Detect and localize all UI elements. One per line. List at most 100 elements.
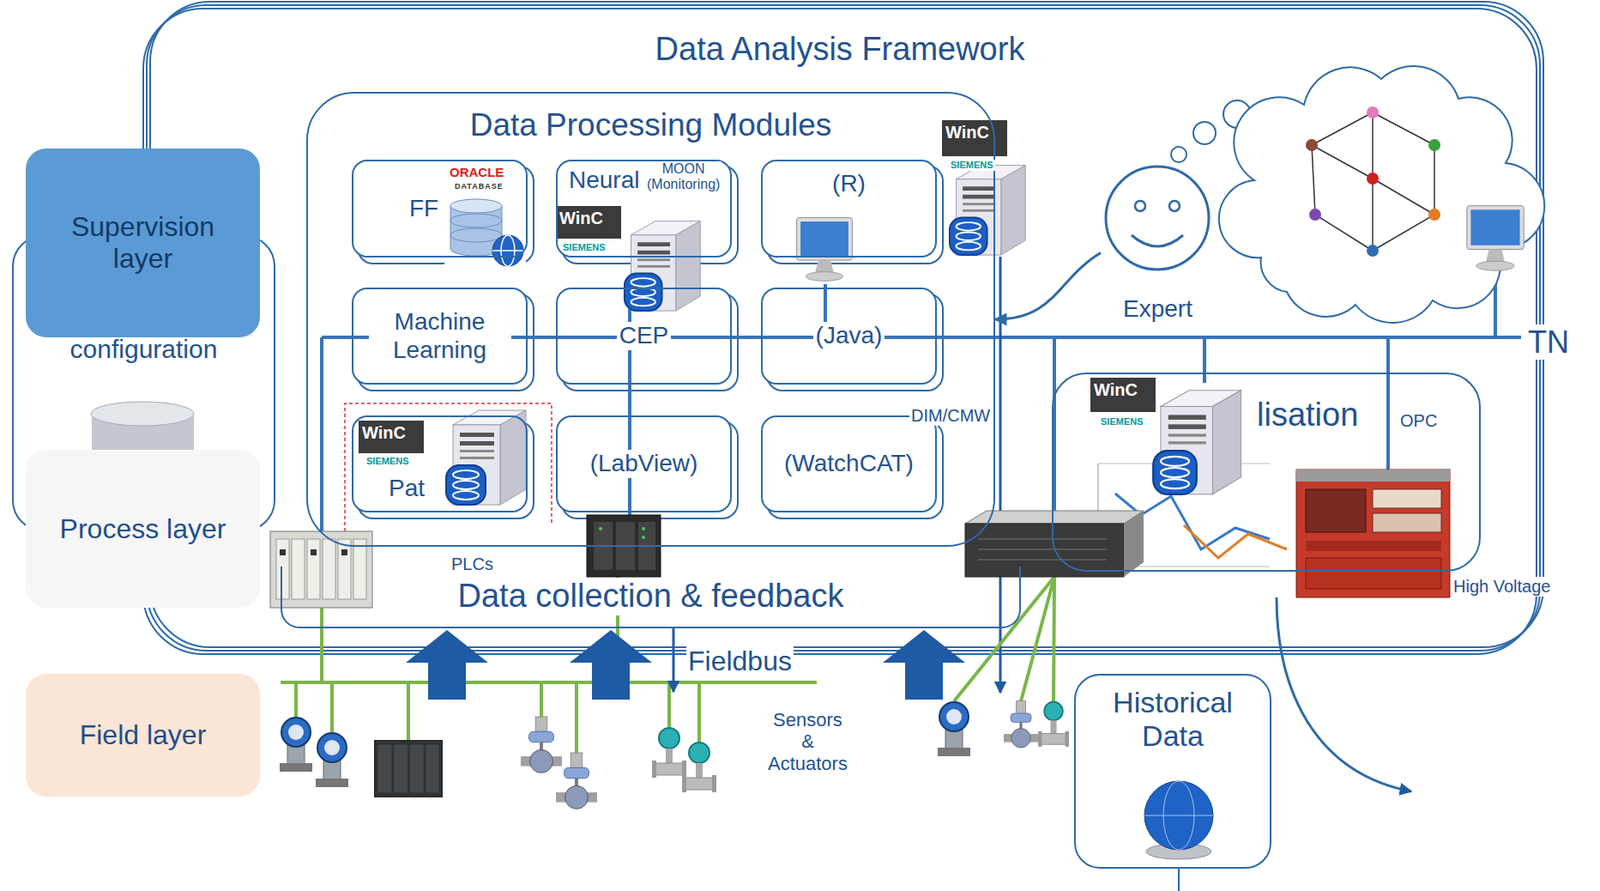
plc-unit <box>341 549 348 556</box>
cube-graph <box>1372 112 1435 145</box>
wincc-logo <box>555 205 622 239</box>
node-label: Field layer <box>79 718 207 751</box>
field-device <box>279 700 1069 810</box>
plc-unit <box>276 538 290 599</box>
thought-bubble <box>1171 146 1187 163</box>
cube-graph <box>1311 144 1316 215</box>
historical-globe <box>1144 780 1214 859</box>
plc-unit <box>307 538 320 599</box>
cube-graph <box>1311 112 1435 251</box>
module-box: (R) <box>760 159 937 258</box>
archive-link <box>1177 868 1180 891</box>
layer-band: Process layer <box>25 449 260 608</box>
collection-bracket: Data collection & feedback <box>280 566 1021 628</box>
cube-graph <box>1309 208 1322 221</box>
fieldbus-wiring <box>406 682 411 740</box>
server-icon <box>949 165 1026 256</box>
cube-graph <box>1311 144 1373 179</box>
device-label: PLCs <box>449 554 496 574</box>
server-icon <box>624 221 701 312</box>
logo-text: ORACLE <box>447 164 506 180</box>
oracle-icon <box>492 235 524 266</box>
historical-globe <box>1144 780 1214 850</box>
historical-store: Historical Data <box>1074 673 1272 869</box>
oracle-icon <box>444 161 526 272</box>
feedback-arrow <box>672 627 676 692</box>
logo-text: SIEMENS <box>1098 416 1146 428</box>
field-device <box>1003 700 1039 748</box>
database-cylinder <box>90 401 194 426</box>
cube-graph <box>1433 144 1436 215</box>
output-arrow <box>1276 597 1412 791</box>
node-label: Supervision layer <box>53 211 234 275</box>
network-label: TN <box>1526 324 1571 360</box>
node-label: Process layer <box>60 513 227 545</box>
plc-unit <box>291 538 305 599</box>
fieldbus-wiring <box>294 682 298 717</box>
network-switch <box>965 510 1144 524</box>
node-label: Expert <box>1120 295 1196 323</box>
fieldbus-wiring <box>953 576 1055 701</box>
wincc-logo <box>1090 377 1156 412</box>
thought-bubble <box>1171 66 1545 323</box>
module-box: (LabView) <box>555 415 732 513</box>
upload-arrow <box>882 629 966 700</box>
module-stack <box>350 157 943 519</box>
cube-graph <box>1305 106 1441 257</box>
smiley-part <box>1105 166 1209 270</box>
node-label: (LabView) <box>587 449 701 477</box>
thought-bubble <box>1193 121 1216 145</box>
monitor-icon <box>1467 205 1524 272</box>
node-label: lisation <box>1254 396 1361 435</box>
fieldbus-wiring <box>1020 576 1055 701</box>
high-voltage-rack <box>1305 557 1442 589</box>
node-label: (R) <box>829 169 869 198</box>
oracle-icon <box>492 249 524 252</box>
wincc-logo <box>358 120 1156 453</box>
cube-graph <box>1366 244 1379 257</box>
field-device <box>937 701 971 756</box>
high-voltage-rack <box>1296 469 1450 598</box>
field-device <box>279 717 313 772</box>
plc-unit <box>338 538 351 599</box>
network-switch <box>978 548 1107 550</box>
wincc-logo <box>358 420 424 453</box>
plc-unit <box>270 531 373 608</box>
layer-band: Supervision layer <box>25 148 260 338</box>
network-bus <box>1386 337 1390 470</box>
bus-label: Fieldbus <box>686 645 794 677</box>
server-icon <box>446 410 526 505</box>
logo-text: SIEMENS <box>364 455 411 467</box>
network-switch <box>965 523 1124 577</box>
field-device <box>652 727 687 778</box>
annotation-label: MOON (Monitoring) <box>645 161 722 194</box>
logo-text: WinC <box>945 122 990 143</box>
cube-graph <box>1315 214 1373 251</box>
plc-unit <box>641 535 646 539</box>
cube-graph <box>1372 178 1435 215</box>
upload-arrow <box>405 629 966 700</box>
device-label: Sensors & Actuators <box>766 708 850 774</box>
upload-arrow <box>405 629 489 700</box>
high-voltage-rack <box>1305 540 1442 551</box>
oracle-icon <box>450 213 502 228</box>
network-switch <box>965 510 1144 577</box>
node-label: (WatchCAT) <box>781 449 917 477</box>
server-icon <box>446 165 1242 505</box>
cube-graph <box>1428 208 1441 221</box>
oracle-icon <box>450 228 502 242</box>
plc-unit <box>322 538 336 599</box>
field-device <box>520 716 562 773</box>
layer-band: Field layer <box>25 673 260 797</box>
module-box: (WatchCAT) <box>760 415 937 513</box>
plc-unit <box>598 526 603 531</box>
field-device <box>555 752 598 809</box>
wincc-logo <box>941 120 1008 157</box>
visualisation-panel: lisation <box>1051 372 1481 572</box>
logo-text: WinC <box>362 422 406 443</box>
protocol-label: OPC <box>1398 410 1439 431</box>
oracle-icon <box>444 161 526 272</box>
node-label: Data collection & feedback <box>455 577 847 616</box>
node-label: FF <box>406 194 441 223</box>
node-label: Data Processing Modules <box>467 107 835 145</box>
